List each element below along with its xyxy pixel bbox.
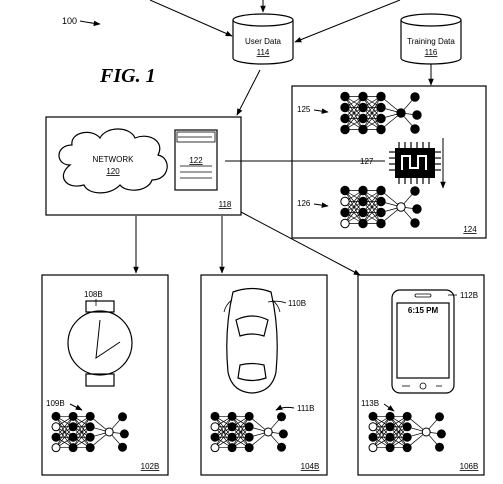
- top-net-pointer: [313, 108, 329, 114]
- phone-ref: 112B: [460, 291, 478, 300]
- car-ref: 110B: [288, 299, 306, 308]
- ref-100-arrow: [79, 20, 101, 27]
- ml-bottom-neural-net-icon: [340, 185, 422, 229]
- user-data-ref: 114: [257, 48, 270, 57]
- server-ref: 122: [189, 156, 203, 165]
- car-box-ref: 104B: [301, 462, 320, 471]
- chip-ref: 127: [360, 157, 374, 166]
- device-box-phone: 112B 6:15 PM 113B 106B: [357, 274, 485, 476]
- training-data-label: Training Data: [407, 37, 455, 46]
- user-data-store: User Data 114: [232, 13, 294, 65]
- watch-box-ref: 102B: [141, 462, 160, 471]
- watch-net-ref: 109B: [46, 399, 65, 408]
- ml-box-ref: 124: [463, 225, 477, 234]
- car-net-ref: 111B: [297, 404, 315, 413]
- figure-title: FIG. 1: [99, 65, 156, 87]
- device-box-car: 110B 111B 104B: [200, 274, 328, 476]
- user-data-to-server-arrow: [236, 69, 261, 116]
- phone-time: 6:15 PM: [408, 306, 439, 315]
- network-cloud: [58, 128, 168, 194]
- ref-100-label: 100: [62, 16, 77, 26]
- car-icon: [223, 287, 281, 394]
- phone-box-ref: 106B: [460, 462, 479, 471]
- server-icon: [174, 129, 218, 191]
- chip-icon: [389, 142, 441, 184]
- watch-icon: [67, 300, 133, 387]
- ml-top-neural-net-icon: [340, 91, 422, 135]
- training-data-store: Training Data 116: [400, 13, 462, 65]
- phone-net-ref: 113B: [361, 399, 379, 408]
- input-line-right: [294, 0, 401, 43]
- top-net-ref: 125: [297, 105, 311, 114]
- training-data-ref: 116: [425, 48, 438, 57]
- car-neural-net-icon: [210, 411, 288, 453]
- input-line-left: [149, 0, 233, 37]
- user-data-label: User Data: [245, 37, 282, 46]
- watch-neural-net-icon: [51, 411, 129, 453]
- network-label: NETWORK: [93, 155, 135, 164]
- bottom-net-ref: 126: [297, 199, 311, 208]
- device-box-watch: 108B 109B 102B: [41, 274, 169, 476]
- watch-ref: 108B: [84, 290, 103, 299]
- phone-icon: 6:15 PM: [391, 289, 455, 394]
- network-ref: 120: [106, 167, 120, 176]
- phone-neural-net-icon: [368, 411, 446, 453]
- server-to-phone-arrow: [240, 211, 361, 276]
- ml-system-box: 125 127 126 124: [291, 85, 487, 239]
- server-box-ref: 118: [219, 200, 232, 209]
- server-box: NETWORK 120 122 118: [45, 116, 242, 216]
- bottom-net-pointer: [313, 202, 329, 208]
